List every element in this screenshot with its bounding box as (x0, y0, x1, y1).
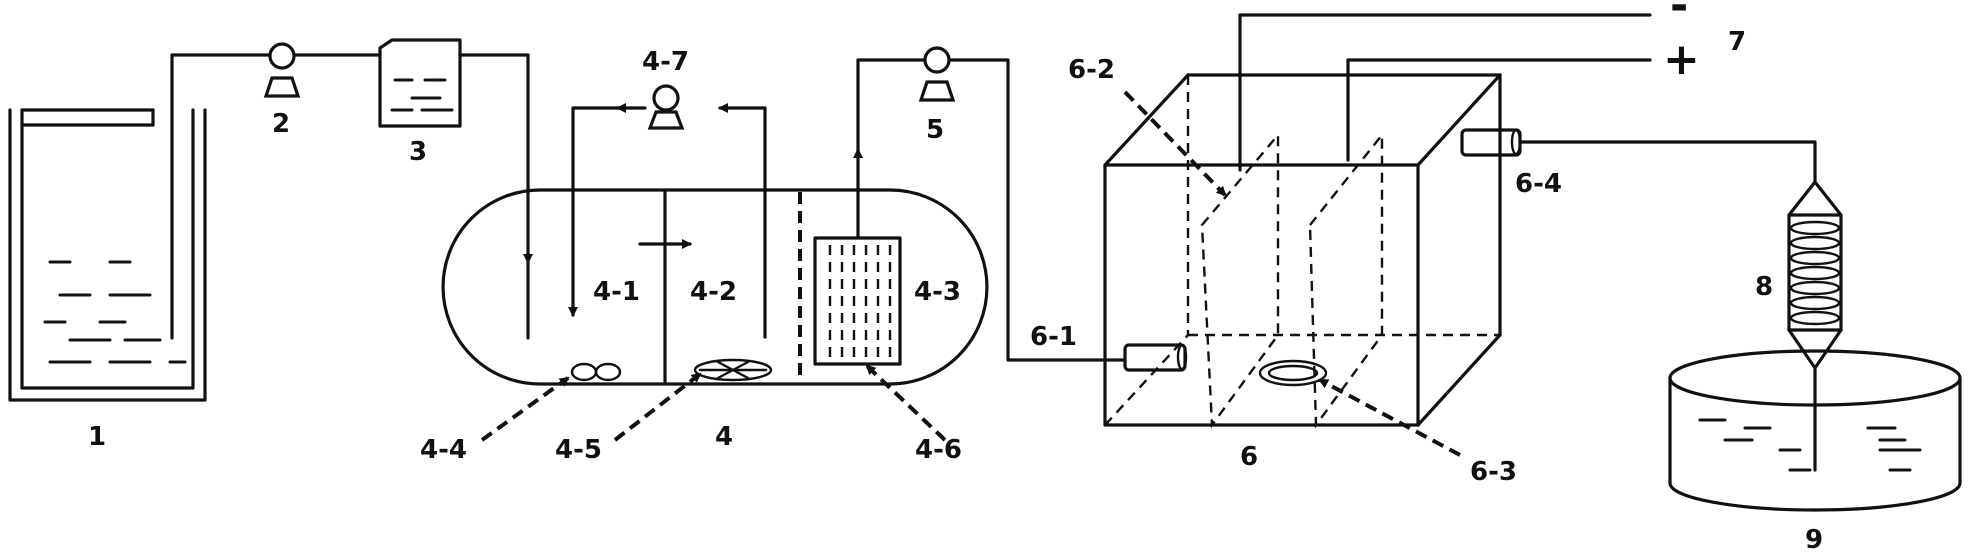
label-6: 6 (1240, 442, 1258, 472)
label-2: 2 (272, 109, 290, 139)
label-8: 8 (1755, 272, 1773, 302)
label-4-7: 4-7 (642, 47, 689, 77)
feed-tank (8, 108, 207, 402)
label-1: 1 (88, 422, 106, 452)
label-6-2: 6-2 (1068, 55, 1115, 85)
label-6-1: 6-1 (1030, 322, 1077, 352)
feed-tank-liquid (43, 260, 187, 364)
power-supply-leads (1238, 13, 1652, 172)
condenser-8 (1787, 180, 1843, 472)
dosing-outlet-pipe (458, 53, 533, 264)
permeate-pipe (856, 58, 1127, 362)
aerator-4-4 (570, 362, 622, 382)
label-4-3: 4-3 (914, 277, 961, 307)
membrane-module-4-6 (813, 236, 902, 366)
pump-5 (918, 46, 956, 102)
pump-4-7 (647, 84, 685, 130)
label-5: 5 (926, 115, 944, 145)
label-6-4: 6-4 (1515, 169, 1562, 199)
stirrer-4-5 (693, 358, 773, 382)
label-4-2: 4-2 (690, 277, 737, 307)
feed-pipe (170, 53, 380, 340)
callout-leaders (480, 90, 1461, 457)
label-7: 7 (1728, 27, 1746, 57)
outlet-pipe (1518, 140, 1817, 184)
dosing-tank (378, 38, 462, 128)
label-6-3: 6-3 (1470, 457, 1517, 487)
label-9: 9 (1805, 525, 1823, 555)
collection-vessel-9 (1668, 349, 1962, 512)
ring-6-3 (1258, 359, 1328, 387)
pump-2 (263, 42, 301, 98)
label-4: 4 (715, 422, 733, 452)
electrode-plates-6-2 (1200, 131, 1384, 429)
label-4-1: 4-1 (593, 277, 640, 307)
label-4-5: 4-5 (555, 435, 602, 465)
reactor-vessel (441, 188, 989, 386)
electrochemical-cell (1103, 73, 1502, 427)
label-3: 3 (409, 137, 427, 167)
negative-terminal-symbol: - (1670, 0, 1688, 31)
label-4-6: 4-6 (915, 435, 962, 465)
positive-terminal-symbol: + (1663, 34, 1700, 85)
recirculation-loop (568, 84, 767, 339)
label-4-4: 4-4 (420, 435, 467, 465)
